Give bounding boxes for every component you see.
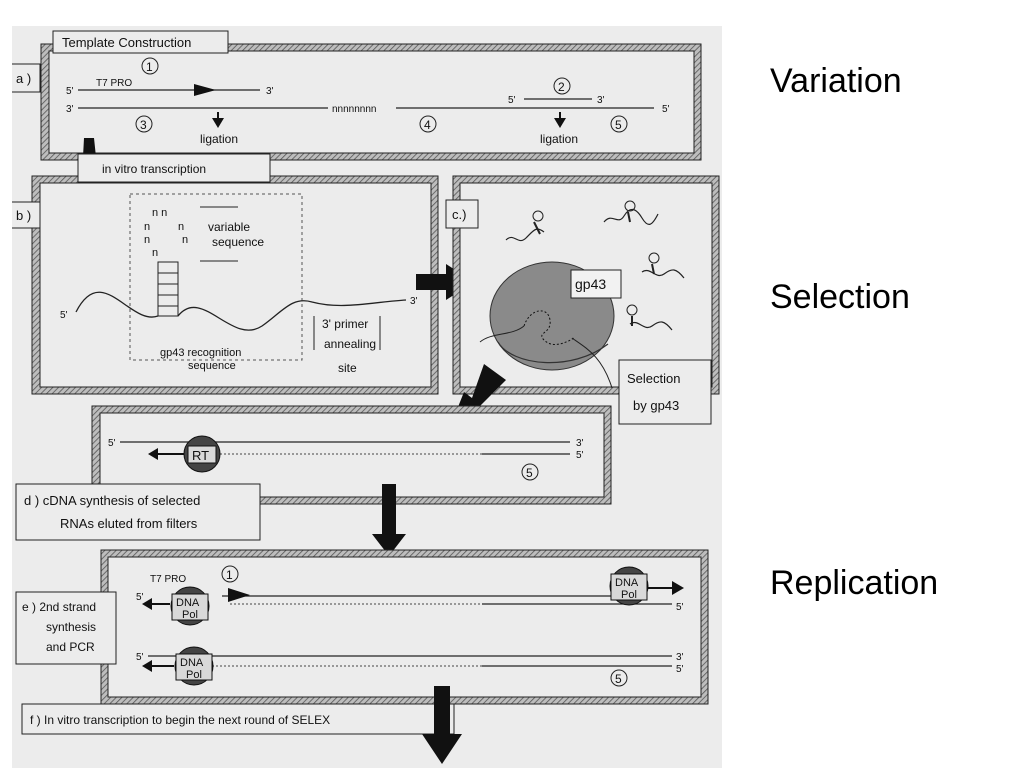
e-circle-1-label: 1 [226,568,233,582]
circle-5-label: 5 [615,118,622,132]
primer-annealing-label-1: 3' primer [322,317,368,331]
e-five-prime-top-right: 5' [676,602,684,613]
circle-2-label: 2 [558,80,565,94]
selection-label-2: by gp43 [633,398,679,413]
panel-d: 5' 3' 5' RT 5 d ) cDNA synthesis of sele… [15,405,612,541]
dna-pol-right: DNA Pol [609,566,649,606]
template-construction-title: Template Construction [62,35,191,50]
ligation-label-2: ligation [540,132,578,146]
loop-nucleotides: n n [152,207,167,219]
circle-4 [419,115,437,133]
d-circle-5-label: 5 [526,466,533,480]
loop-n-d: n [182,234,188,246]
circle-1 [141,57,159,75]
e-five-prime-top: 5' [136,592,144,603]
dna-pol-left-top: DNA Pol [170,586,210,626]
panel-e-caption-2: synthesis [46,620,96,634]
gp43-label-box [570,269,622,299]
d-five-prime-bottom: 5' [576,450,584,461]
circle-3-label: 3 [140,118,147,132]
loop-n-e: n [152,247,158,259]
loop-n-a: n [144,221,150,233]
panel-e-caption-1: e ) 2nd strand [22,600,96,614]
dna-pol-bottom-label-2: Pol [186,669,202,681]
dna-pol-left-bottom: DNA Pol [174,646,214,686]
circle-1-label: 1 [146,60,153,74]
sequence-label: sequence [212,235,264,249]
rna-three-prime: 3' [410,296,418,307]
e-five-prime-bottom-right: 5' [676,664,684,675]
primer-five-prime: 5' [508,95,516,106]
dna-pol-bottom-label-1: DNA [180,657,204,669]
replication-label: Replication [770,564,939,602]
panel-f-caption: f ) In vitro transcription to begin the … [30,713,330,727]
rt-label: RT [192,448,209,463]
selex-figure: Template Construction a ) T7 PRO 1 5' 3'… [9,26,722,768]
panel-f-caption-box [21,703,455,735]
bottom-strand-five-prime: 5' [662,104,670,115]
recognition-label-1: gp43 recognition [160,347,241,359]
panel-a: Template Construction a ) T7 PRO 1 5' 3'… [9,30,702,161]
loop-n-c: n [144,234,150,246]
panel-a-letter: a ) [16,71,31,86]
panel-e-caption-3: and PCR [46,640,95,654]
dna-pol-label-1: DNA [176,597,200,609]
primer-three-prime: 3' [597,95,605,106]
top-strand-five-prime: 5' [66,86,74,97]
panel-b-letter: b ) [16,208,31,223]
circle-2 [553,77,571,95]
circle-5 [610,115,628,133]
arrow-to-next-round [422,686,462,764]
circle-3 [135,115,153,133]
selection-label-1: Selection [627,371,680,386]
panel-d-caption-1: d ) cDNA synthesis of selected [24,493,200,508]
random-n-region: nnnnnnnn [332,104,377,115]
variation-label: Variation [770,62,902,100]
panel-c-letter-box [445,199,479,229]
panel-b-letter-box [9,201,41,229]
recognition-label-2: sequence [188,360,236,372]
e-t7-label: T7 PRO [150,574,186,585]
rna-five-prime: 5' [60,310,68,321]
panel-a-letter-box [9,63,41,93]
d-five-prime: 5' [108,438,116,449]
dna-pol-right-label-2: Pol [621,589,637,601]
panel-e-caption-box [15,591,117,665]
bottom-strand-three-prime: 3' [66,104,74,115]
selection-box [618,359,712,425]
arrow-d-to-e [372,484,406,556]
circle-4-label: 4 [424,118,431,132]
panel-e: e ) 2nd strand synthesis and PCR T7 PRO … [15,549,709,705]
primer-annealing-label-2: annealing [324,337,376,351]
transcription-label-box [77,153,271,183]
stem-ladder [157,261,179,317]
e-circle-5 [610,669,628,687]
dna-pol-right-label-1: DNA [615,577,639,589]
loop-n-b: n [178,221,184,233]
panel-d-caption-box [15,483,261,541]
ligation-label-1: ligation [200,132,238,146]
e-three-prime-bottom: 3' [676,652,684,663]
rna-strand [75,291,407,331]
primer-annealing-label-3: site [338,361,357,375]
d-three-prime: 3' [576,438,584,449]
e-circle-1 [221,565,239,583]
d-circle-5 [521,463,539,481]
panel-c: c.) gp43 Selection by gp43 [445,175,720,425]
panel-d-caption-2: RNAs eluted from filters [60,516,198,531]
panel-c-letter: c.) [452,207,466,222]
t7-promoter-label: T7 PRO [96,78,132,89]
dna-pol-label-2: Pol [182,609,198,621]
top-strand-three-prime: 3' [266,86,274,97]
e-circle-5-label: 5 [615,672,622,686]
e-five-prime-bottom: 5' [136,652,144,663]
selection-label: Selection [770,278,910,316]
panel-f: f ) In vitro transcription to begin the … [21,686,462,764]
template-construction-tab [52,30,229,54]
selex-diagram: Template Construction a ) T7 PRO 1 5' 3'… [9,30,720,764]
transcription-label: in vitro transcription [102,162,206,176]
variable-label: variable [208,220,250,234]
panel-b: in vitro transcription b ) n n n n n n n… [9,153,439,395]
gp43-label: gp43 [575,276,606,292]
